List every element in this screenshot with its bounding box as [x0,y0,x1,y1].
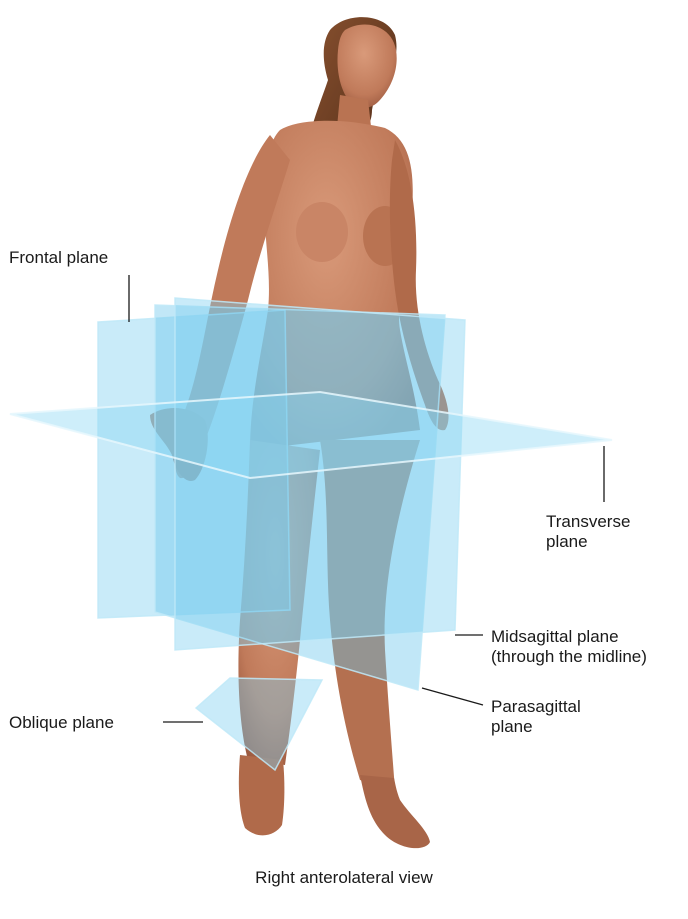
label-transverse-plane: Transverse plane [546,512,630,552]
label-midsagittal-plane: Midsagittal plane (through the midline) [491,627,647,667]
label-parasagittal-line1: Parasagittal [491,697,581,717]
label-parasagittal-line2: plane [491,717,581,737]
label-frontal-plane: Frontal plane [9,248,108,268]
label-midsagittal-line1: Midsagittal plane [491,627,647,647]
label-parasagittal-plane: Parasagittal plane [491,697,581,737]
breast-left [296,202,348,262]
foot-right [239,755,285,835]
figure-caption: Right anterolateral view [0,868,688,888]
label-transverse-line2: plane [546,532,630,552]
label-oblique-plane: Oblique plane [9,713,114,733]
label-transverse-line1: Transverse [546,512,630,532]
oblique-plane [196,678,322,770]
leader-parasagittal [422,688,483,705]
foot-left [360,775,430,848]
head [338,24,397,108]
midsagittal-plane [175,298,465,650]
label-midsagittal-line2: (through the midline) [491,647,647,667]
